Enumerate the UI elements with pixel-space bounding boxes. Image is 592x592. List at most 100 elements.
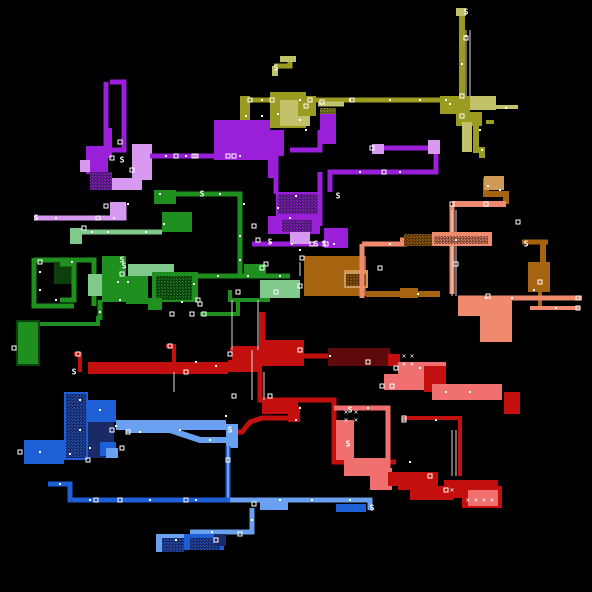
- map-marker-dot: [89, 499, 91, 501]
- olive-corridor: [473, 126, 485, 158]
- map-marker-dot: [311, 499, 313, 501]
- green-corridor: [31, 258, 74, 309]
- olive-room: [462, 122, 472, 152]
- door-marker: [319, 99, 325, 105]
- map-marker-dot: [399, 171, 401, 173]
- map-marker-dot: [277, 113, 279, 115]
- map-marker-dot: [359, 171, 361, 173]
- door-marker: [93, 497, 99, 503]
- save-station-icon: S: [348, 406, 353, 415]
- red-room: [370, 468, 392, 490]
- door-marker: [303, 103, 309, 109]
- map-marker-dot: [299, 119, 301, 121]
- purple-room: [80, 160, 90, 172]
- purple-hatched-room: [90, 172, 112, 190]
- save-station-icon: S: [268, 238, 273, 247]
- door-marker: [189, 311, 195, 317]
- map-marker-dot: [367, 407, 369, 409]
- red-room: [336, 420, 354, 460]
- door-marker: [381, 169, 387, 175]
- map-marker-dot: [193, 283, 195, 285]
- item-marker-icon: ✕: [490, 496, 494, 504]
- blue-hatched-room: [190, 538, 220, 550]
- map-marker-dot: [217, 275, 219, 277]
- door-marker: [575, 305, 581, 311]
- red-room: [410, 486, 454, 500]
- save-station-icon: S: [120, 156, 125, 165]
- door-marker: [37, 259, 43, 265]
- salmon-room: [480, 300, 512, 342]
- door-marker: [389, 383, 395, 389]
- map-marker-dot: [113, 217, 115, 219]
- map-marker-dot: [449, 103, 451, 105]
- door-marker: [307, 97, 313, 103]
- map-marker-dot: [299, 99, 301, 101]
- map-marker-dot: [487, 185, 489, 187]
- map-marker-dot: [99, 409, 101, 411]
- door-marker: [537, 279, 543, 285]
- map-marker-dot: [269, 241, 271, 243]
- door-marker: [109, 155, 115, 161]
- purple-room: [324, 228, 348, 248]
- save-station-icon: S: [322, 240, 327, 249]
- door-marker: [183, 369, 189, 375]
- purple-hatched-room: [278, 194, 318, 214]
- door-marker: [449, 201, 455, 207]
- item-marker-icon: ✕: [402, 360, 406, 368]
- door-marker: [125, 429, 131, 435]
- map-marker-dot: [279, 275, 281, 277]
- door-marker: [349, 97, 355, 103]
- green-corridor: [228, 290, 270, 302]
- map-marker-dot: [39, 289, 41, 291]
- door-marker: [213, 537, 219, 543]
- door-marker: [273, 289, 279, 295]
- blue-corridor: [48, 481, 230, 503]
- purple-room: [320, 114, 336, 144]
- map-marker-dot: [39, 451, 41, 453]
- door-marker: [225, 153, 231, 159]
- map-marker-dot: [145, 231, 147, 233]
- red-corridor: [230, 415, 290, 435]
- map-marker-dot: [333, 243, 335, 245]
- door-marker: [183, 497, 189, 503]
- map-marker-dot: [79, 399, 81, 401]
- map-marker-dot: [479, 129, 481, 131]
- map-marker-dot: [59, 483, 61, 485]
- item-marker-icon: ✕: [482, 496, 486, 504]
- blue-corridor: [190, 508, 255, 535]
- map-marker-dot: [139, 431, 141, 433]
- item-marker-icon: ✕: [344, 408, 348, 416]
- red-room: [504, 392, 520, 414]
- door-marker: [401, 415, 407, 421]
- door-marker: [201, 311, 207, 317]
- map-marker-dot: [251, 519, 253, 521]
- brown-room: [400, 288, 418, 298]
- item-marker-icon: ✕: [450, 486, 454, 494]
- red-corridor: [334, 405, 391, 480]
- map-marker-dot: [127, 203, 129, 205]
- door-marker: [299, 255, 305, 261]
- map-marker-dot: [209, 439, 211, 441]
- map-marker-dot: [181, 301, 183, 303]
- map-marker-dot: [299, 407, 301, 409]
- map-marker-dot: [481, 149, 483, 151]
- save-station-icon: S: [34, 214, 39, 223]
- map-marker-dot: [245, 115, 247, 117]
- map-marker-dot: [291, 243, 293, 245]
- door-marker: [255, 237, 261, 243]
- map-marker-dot: [99, 311, 101, 313]
- green-room: [54, 262, 76, 284]
- red-corridor: [404, 416, 462, 476]
- map-marker-dot: [247, 275, 249, 277]
- red-corridor: [166, 344, 176, 366]
- item-marker-icon: ✕: [474, 496, 478, 504]
- map-marker-dot: [163, 223, 165, 225]
- map-marker-dot: [295, 195, 297, 197]
- blue-room: [106, 448, 118, 458]
- door-marker: [483, 201, 489, 207]
- blue-room: [336, 504, 366, 512]
- door-marker: [11, 345, 17, 351]
- map-marker-dot: [165, 155, 167, 157]
- map-marker-dot: [79, 429, 81, 431]
